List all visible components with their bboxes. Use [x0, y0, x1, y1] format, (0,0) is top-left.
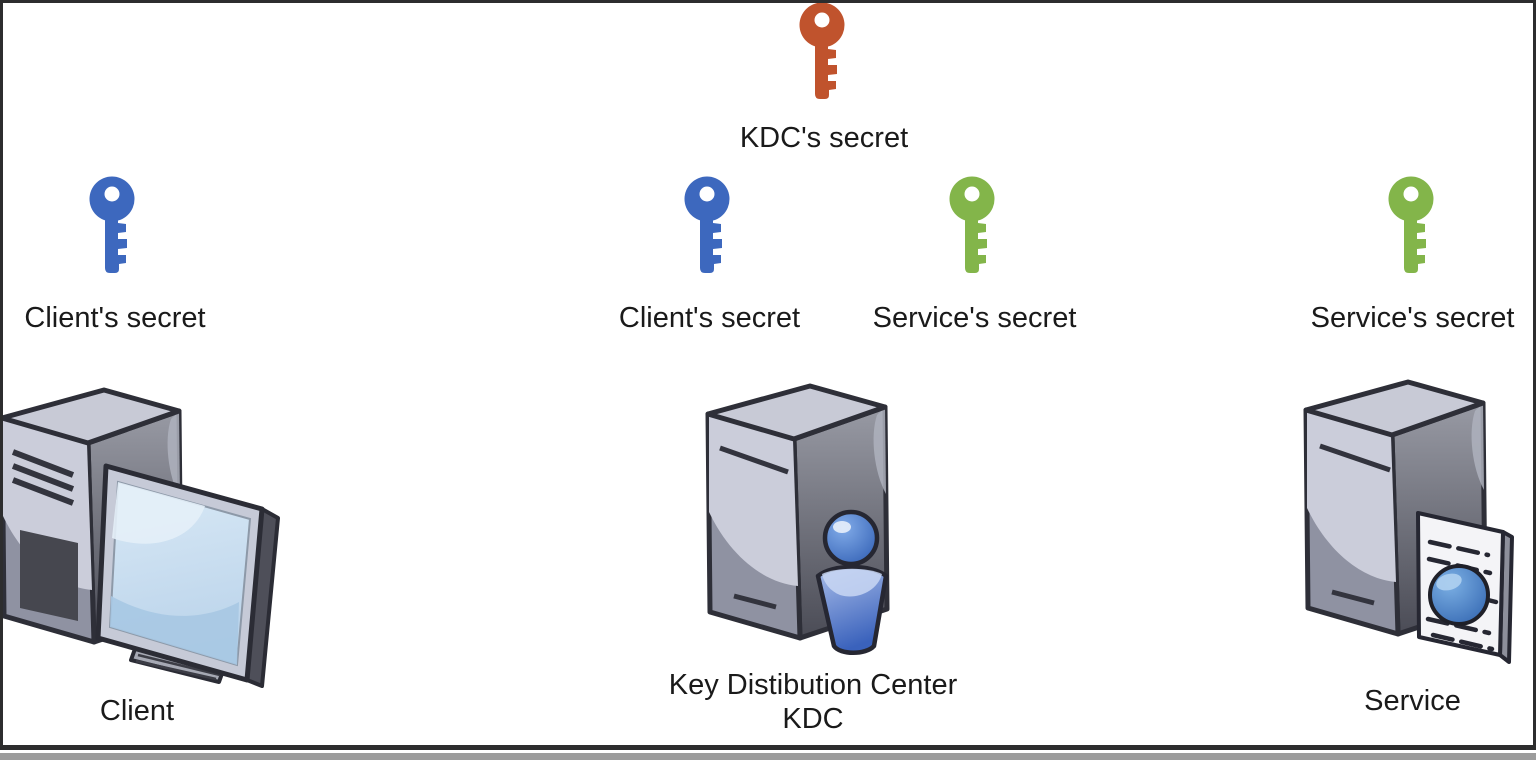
web-page-icon: [1416, 511, 1514, 664]
key-icon-kdc-secret[interactable]: [794, 2, 850, 102]
label-client-node[interactable]: Client: [99, 695, 175, 727]
label-service-secret-center[interactable]: Service's secret: [872, 302, 1077, 334]
key-glyph: [1388, 176, 1434, 273]
user-icon: [815, 509, 889, 655]
label-kdc-line2: KDC: [782, 703, 844, 735]
kdc-server-graphic[interactable]: [704, 380, 919, 672]
service-server-graphic[interactable]: [1296, 374, 1536, 686]
key-glyph: [949, 176, 995, 273]
label-client-secret-left[interactable]: Client's secret: [24, 302, 206, 334]
key-icon-client-secret-left[interactable]: [84, 176, 140, 276]
monitor: [95, 463, 280, 688]
service-tower-vents: [1319, 443, 1391, 606]
key-glyph: [89, 176, 135, 273]
kdc-tower-vents: [719, 445, 789, 610]
window-bottom-strip: [0, 750, 1536, 760]
key-icon-service-secret-center[interactable]: [944, 176, 1000, 276]
client-workstation-graphic[interactable]: [0, 378, 310, 700]
label-client-secret-center[interactable]: Client's secret: [618, 302, 801, 334]
label-service-node[interactable]: Service: [1364, 685, 1461, 717]
label-kdc-line1: Key Distibution Center: [668, 669, 958, 701]
client-tower-bay: [20, 530, 78, 621]
label-kdc-secret[interactable]: KDC's secret: [739, 122, 909, 154]
key-glyph: [684, 176, 730, 273]
key-icon-service-secret-right[interactable]: [1383, 176, 1439, 276]
client-tower-vents: [11, 449, 75, 506]
label-service-secret-right[interactable]: Service's secret: [1310, 302, 1515, 334]
label-kdc-node[interactable]: Key Distibution Center KDC: [613, 668, 1013, 736]
key-icon-client-secret-center[interactable]: [679, 176, 735, 276]
globe-icon: [1428, 564, 1490, 626]
key-glyph: [799, 2, 845, 99]
